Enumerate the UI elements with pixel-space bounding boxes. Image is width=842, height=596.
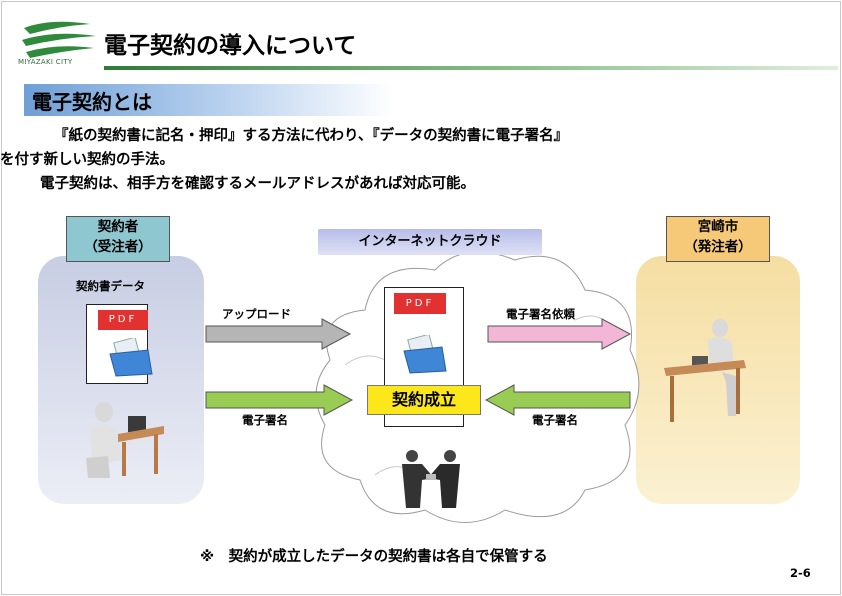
handshake-icon (402, 450, 460, 508)
section-title: 電子契約とは (32, 90, 152, 114)
person-at-laptop-icon (86, 402, 164, 478)
city-label-line1: 宮崎市 (697, 219, 739, 235)
cloud-label: インターネットクラウド (318, 229, 542, 255)
signature-label-right: 電子署名 (532, 413, 578, 427)
city-label-line2: （発注者） (684, 239, 752, 255)
folder-icon-cloud (403, 335, 447, 374)
intro-line-2: を付す新しい契約の手法。 (0, 152, 174, 168)
signature-label-left: 電子署名 (242, 413, 288, 427)
city-panel (636, 256, 800, 504)
logo-text: MIYAZAKI CITY (18, 58, 73, 66)
signature-arrow-right (484, 384, 631, 416)
contractor-label-line2: （受注者） (84, 239, 152, 255)
signature-request-arrow (487, 318, 632, 350)
page-title: 電子契約の導入について (104, 33, 357, 59)
contract-data-label: 契約書データ (76, 279, 145, 293)
miyazaki-city-logo (22, 21, 96, 58)
contractor-label: 契約者 （受注者） (66, 216, 170, 262)
city-label: 宮崎市 （発注者） (666, 216, 770, 262)
signature-request-label: 電子署名依頼 (506, 307, 575, 321)
storage-note: ※ 契約が成立したデータの契約書は各自で保管する (200, 549, 548, 565)
page-number: 2-6 (790, 566, 811, 580)
intro-line-3: 電子契約は、相手方を確認するメールアドレスがあれば対応可能。 (40, 176, 475, 192)
person-at-desk-icon (664, 319, 746, 422)
intro-text: 『紙の契約書に記名・押印』する方法に代わり、『データの契約書に電子署名』 を付す… (0, 124, 830, 196)
upload-label: アップロード (222, 307, 291, 321)
contract-established-badge: 契約成立 (367, 385, 481, 415)
signature-arrow-left (205, 384, 354, 416)
contractor-label-line1: 契約者 (97, 219, 139, 235)
pdf-icon: PDF (98, 310, 148, 330)
upload-arrow (205, 318, 352, 350)
intro-line-1: 『紙の契約書に記名・押印』する方法に代わり、『データの契約書に電子署名』 (54, 128, 569, 144)
section-heading-bar (24, 84, 394, 116)
folder-icon (109, 338, 153, 377)
pdf-icon-cloud: PDF (394, 293, 446, 314)
title-divider (104, 66, 838, 70)
